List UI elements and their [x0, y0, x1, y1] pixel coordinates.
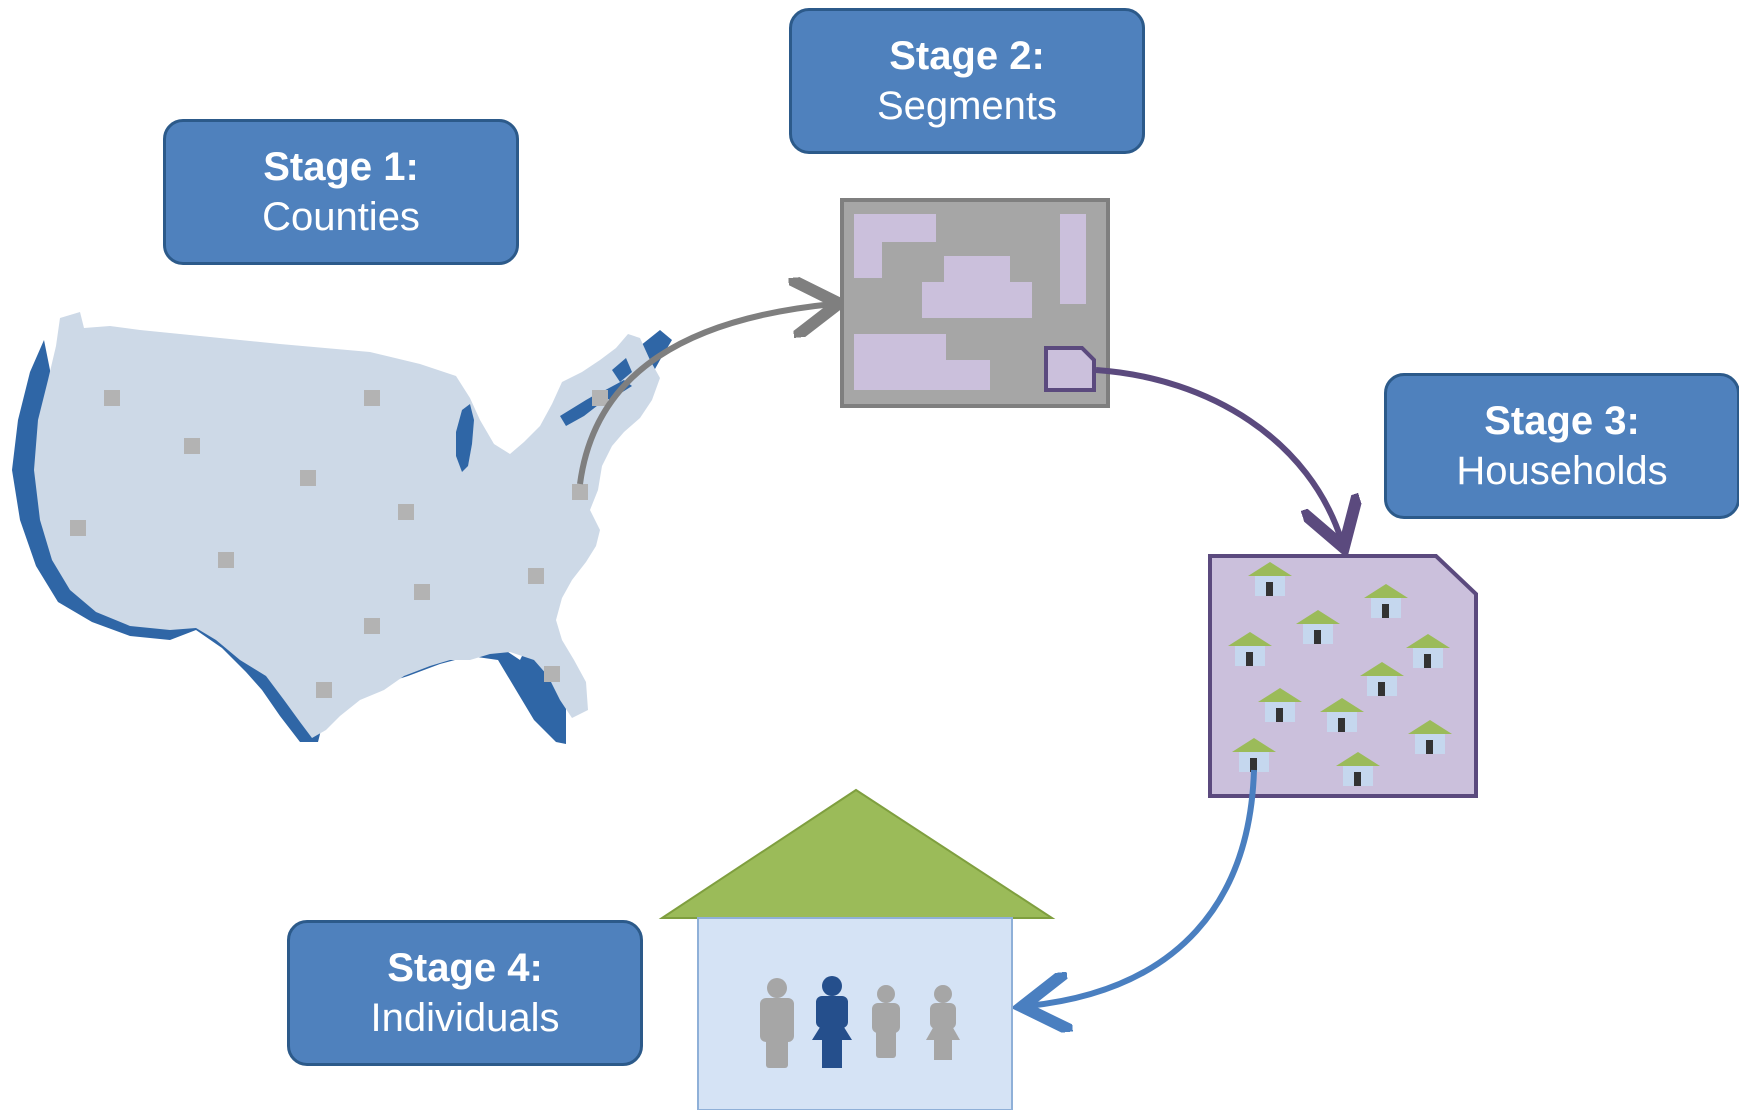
segment-map-icon: [840, 198, 1110, 408]
house-icon: [1258, 688, 1302, 722]
county-marker-icon: [572, 484, 588, 500]
stage-3-subtitle: Households: [1456, 449, 1668, 493]
house-icon: [1232, 738, 1276, 772]
house-icon: [1408, 720, 1452, 754]
stage-2-subtitle: Segments: [876, 84, 1058, 128]
arrow-to-households: [1095, 367, 1342, 542]
stage-3-title: Stage 3:: [1484, 399, 1640, 443]
county-marker-icon: [592, 390, 608, 406]
county-marker-icon: [364, 390, 380, 406]
stage-4-subtitle: Individuals: [370, 996, 560, 1040]
county-marker-icon: [316, 682, 332, 698]
person-icon: [926, 985, 960, 1060]
household-segment: [1208, 554, 1478, 798]
stage-2-title: Stage 2:: [889, 34, 1045, 78]
county-marker-icon: [414, 584, 430, 600]
stage-3-box: Stage 3: Households: [1384, 373, 1739, 519]
stage-1-box: Stage 1: Counties: [163, 119, 519, 265]
stage-1-subtitle: Counties: [262, 195, 420, 239]
stage-4-title: Stage 4:: [387, 946, 543, 990]
county-markers: [70, 390, 608, 698]
county-marker-icon: [364, 618, 380, 634]
segment-block: [922, 256, 1032, 318]
big-house-wall: [697, 917, 1013, 1110]
county-marker-icon: [218, 552, 234, 568]
person-icon: [760, 978, 794, 1068]
county-marker-icon: [544, 666, 560, 682]
house-icon: [1228, 632, 1272, 666]
house-icon: [1364, 584, 1408, 618]
stage-1-title: Stage 1:: [263, 145, 419, 189]
house-icon: [1336, 752, 1380, 786]
stage-4-box: Stage 4: Individuals: [287, 920, 643, 1066]
county-marker-icon: [104, 390, 120, 406]
us-map-land: [34, 312, 660, 738]
arrow-to-individuals: [1028, 769, 1257, 1006]
county-marker-icon: [528, 568, 544, 584]
county-marker-icon: [300, 470, 316, 486]
house-icon: [1248, 562, 1292, 596]
us-map-lake-erie: [560, 392, 602, 426]
county-marker-icon: [70, 520, 86, 536]
us-map-icon: [12, 312, 672, 744]
house-icon: [1360, 662, 1404, 696]
house-icon: [1406, 634, 1450, 668]
individuals: [760, 976, 960, 1068]
segment-block: [1060, 214, 1086, 304]
county-marker-icon: [184, 438, 200, 454]
us-map-lake-michigan: [456, 404, 474, 472]
person-icon: [872, 985, 900, 1058]
us-map-maine-coast: [612, 358, 632, 382]
big-house-roof: [658, 788, 1056, 919]
arrow-to-segments: [577, 304, 833, 485]
segment-block: [854, 214, 936, 278]
house-icon: [1296, 610, 1340, 644]
segment-block: [854, 334, 990, 390]
county-marker-icon: [398, 504, 414, 520]
person-icon: [812, 976, 852, 1068]
household-segment-frame: [1208, 554, 1478, 798]
households: [1228, 562, 1452, 786]
household-house-icon: [658, 788, 1056, 1110]
house-icon: [1320, 698, 1364, 732]
selected-segment: [1044, 346, 1096, 392]
stage-2-box: Stage 2: Segments: [789, 8, 1145, 154]
